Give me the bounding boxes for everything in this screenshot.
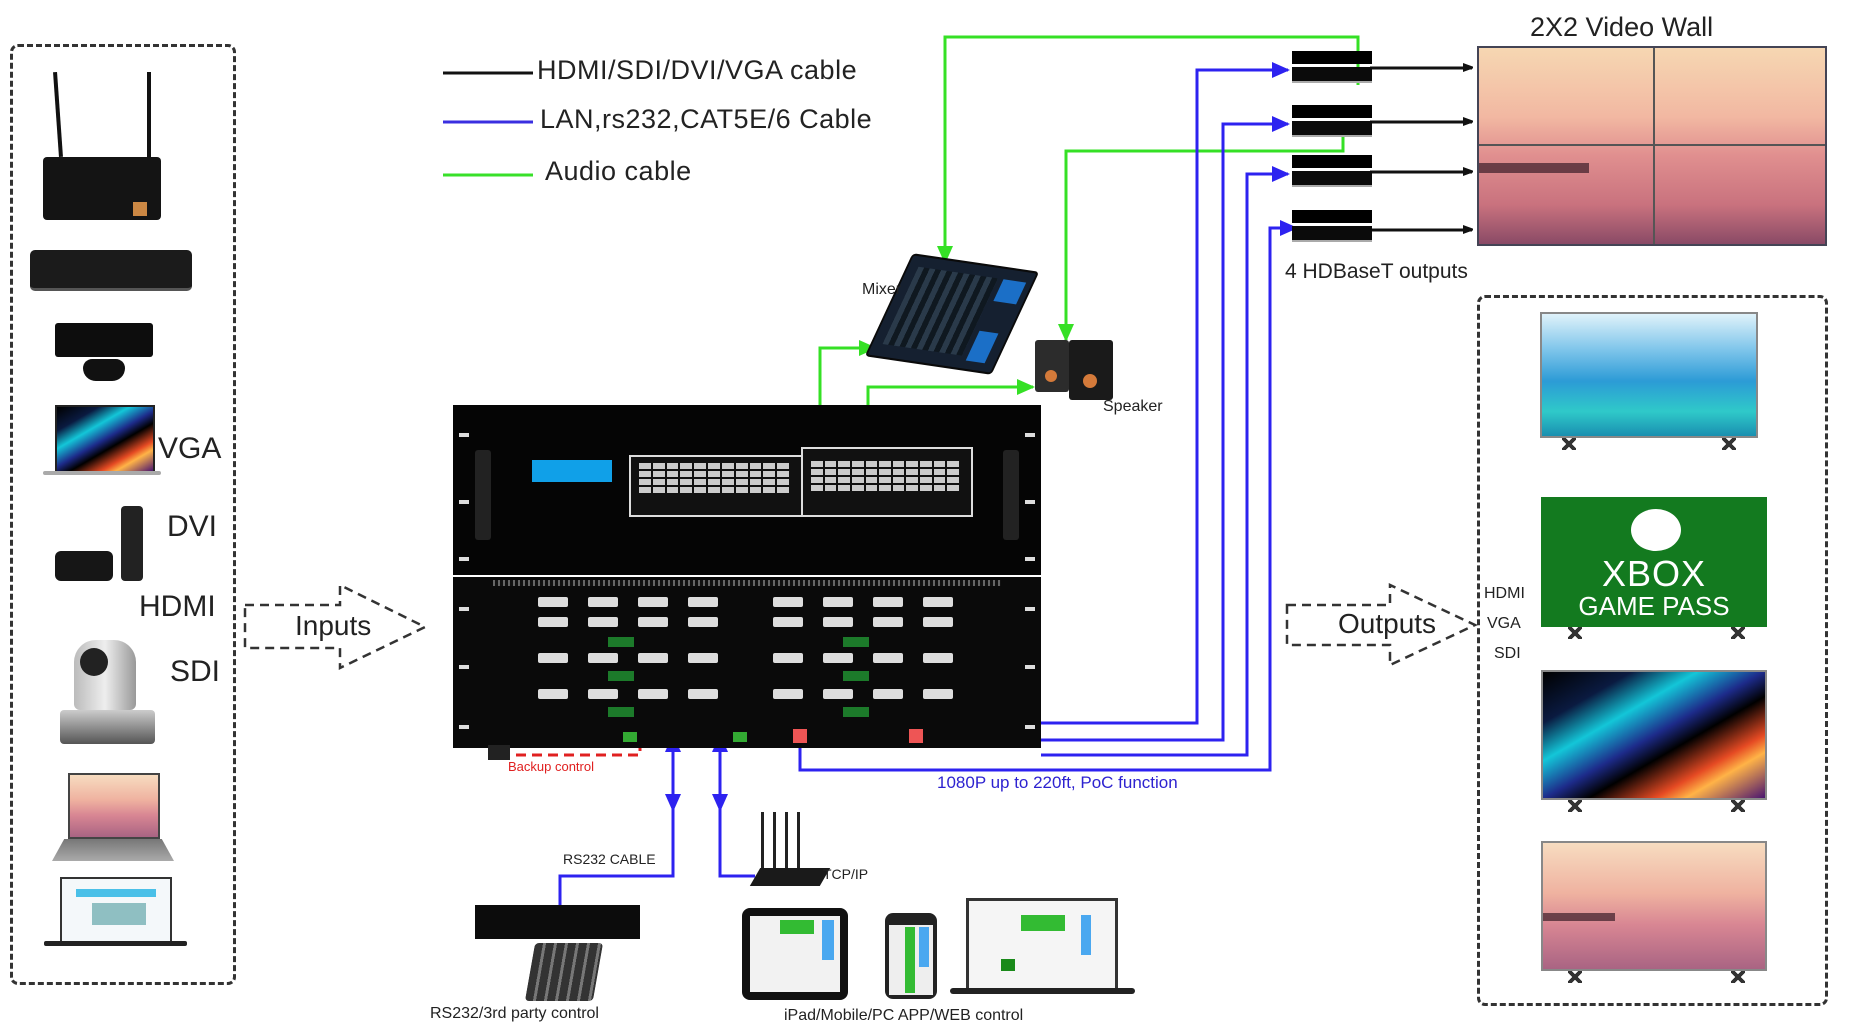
tv-display-4 (1541, 841, 1767, 983)
xbox-console-icon (55, 323, 153, 381)
hdbaset-outputs-label: 4 HDBaseT outputs (1285, 260, 1468, 283)
app-control-caption: iPad/Mobile/PC APP/WEB control (784, 1007, 1024, 1024)
hdbaset-receiver-4 (1292, 210, 1372, 242)
xbox-logo-icon (1631, 509, 1681, 551)
rs232-control-caption: RS232/3rd party control (430, 1005, 599, 1022)
tcpip-label: TCP/IP (823, 866, 869, 882)
receiver-device-icon (43, 71, 163, 222)
legend-label-video: HDMI/SDI/DVI/VGA cable (537, 55, 858, 85)
outputs-arrow-label: Outputs (1338, 608, 1437, 639)
backup-control-port (488, 745, 510, 760)
xbox-subtitle: GAME PASS (1578, 591, 1730, 621)
apple-tv-icon (55, 506, 145, 582)
inputs-arrow (243, 582, 428, 670)
speaker-label: Speaker (1103, 398, 1163, 415)
ptz-camera-icon (60, 640, 155, 745)
output-displays-box (1477, 295, 1828, 1006)
input-label-hdmi: HDMI (139, 590, 216, 623)
inputs-arrow-label: Inputs (295, 610, 372, 641)
pc-laptop-icon (950, 898, 1135, 994)
output-label-sdi: SDI (1494, 645, 1521, 662)
mixer-label: Mixer (862, 281, 902, 298)
outputs-arrow (1285, 583, 1478, 667)
rs232-cable-label: RS232 CABLE (563, 851, 656, 867)
hdbaset-receiver-2 (1292, 105, 1372, 137)
rs232-controller-icon (475, 905, 640, 939)
keypad-icon (524, 943, 604, 1001)
tv-display-3 (1541, 670, 1767, 812)
input-label-vga: VGA (158, 432, 222, 465)
input-label-sdi: SDI (170, 655, 221, 688)
tv-display-1 (1540, 312, 1758, 450)
matrix-input-buttons (629, 455, 803, 517)
hdbaset-receiver-3 (1292, 155, 1372, 187)
input-label-dvi: DVI (167, 510, 218, 543)
lan-wire-hdbt3 (1041, 166, 1290, 757)
tcpip-wire (712, 734, 755, 878)
backup-control-line (500, 745, 642, 757)
mobile-phone-icon (885, 913, 937, 999)
matrix-output-buttons (801, 447, 973, 517)
xbox-title: XBOX (1601, 553, 1707, 594)
distance-label: 1080P up to 220ft, PoC function (937, 773, 1178, 792)
router-icon (749, 812, 831, 890)
matrix-switcher-rear-panel (453, 577, 1041, 748)
legend-label-lan: LAN,rs232,CAT5E/6 Cable (540, 104, 873, 134)
rs232-wire (558, 734, 681, 915)
bluray-player-icon (30, 250, 192, 291)
audio-wire-hdbt2-to-speaker (1058, 133, 1345, 342)
laptop-icon (52, 773, 174, 863)
output-label-vga: VGA (1487, 615, 1521, 632)
matrix-lcd-display (532, 460, 612, 482)
audio-wire-matrix-to-speaker (866, 379, 1035, 405)
tv-display-xbox: XBOX GAME PASS (1541, 497, 1767, 639)
speaker-icon (1035, 340, 1115, 402)
audio-wire-matrix-to-mixer (818, 340, 877, 405)
backup-control-label: Backup control (508, 759, 594, 774)
video-wall-title: 2X2 Video Wall (1530, 12, 1714, 42)
output-label-hdmi: HDMI (1484, 585, 1525, 602)
macbook-icon (43, 405, 161, 475)
legend-label-audio: Audio cable (545, 156, 692, 186)
lan-wire-hdbt1 (1041, 62, 1290, 725)
input-sources-box (10, 44, 236, 985)
laptop-web-ui-icon (44, 877, 187, 949)
video-wall-2x2 (1477, 46, 1827, 246)
hdbaset-receiver-1 (1292, 51, 1372, 83)
lan-wire-hdbt4 (798, 220, 1298, 772)
lan-wire-hdbt2 (1041, 116, 1290, 742)
ipad-icon (742, 908, 848, 1000)
